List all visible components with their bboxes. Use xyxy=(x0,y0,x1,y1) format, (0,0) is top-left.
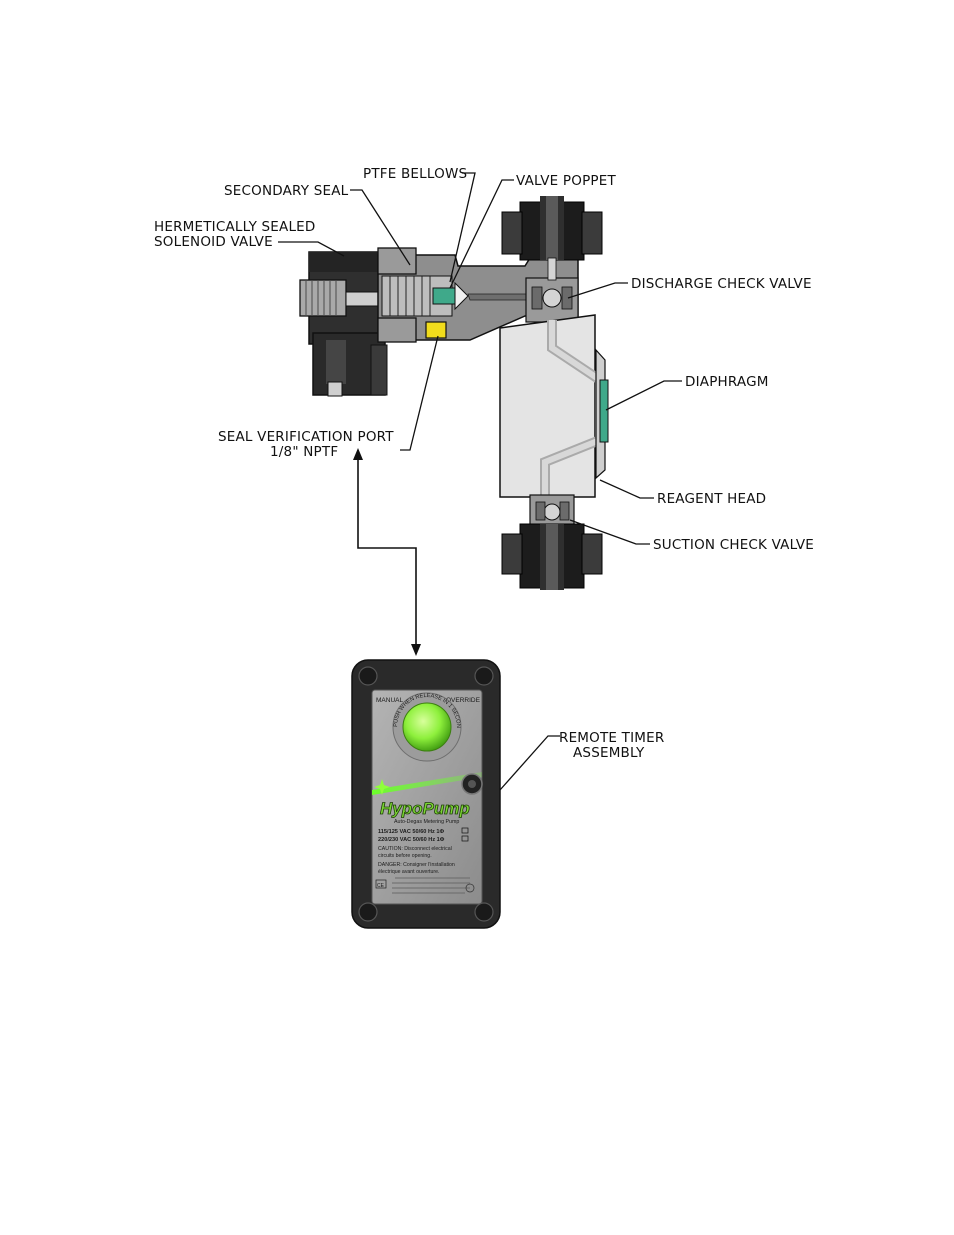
leader-lines xyxy=(278,172,682,791)
screw-top-left xyxy=(358,666,378,686)
fine-print-lines xyxy=(392,877,470,894)
label-suction-check-valve: SUCTION CHECK VALVE xyxy=(653,537,814,553)
label-override: OVERRIDE xyxy=(446,697,481,704)
solenoid-valve xyxy=(299,251,388,397)
screw-bottom-left xyxy=(358,902,378,922)
discharge-fitting xyxy=(501,196,603,323)
valve-body xyxy=(377,247,579,343)
label-solenoid-line2: SOLENOID VALVE xyxy=(154,234,273,250)
suction-fitting xyxy=(501,494,603,590)
label-solenoid-line1: HERMETICALLY SEALED xyxy=(154,219,316,235)
tagline: Auto-Degas Metering Pump xyxy=(394,819,459,825)
label-remote-timer-line2: ASSEMBLY xyxy=(573,745,645,761)
rating-2: 220/230 VAC 50/60 Hz 1Φ xyxy=(378,837,445,843)
laser-beam-graphic xyxy=(372,772,482,795)
label-reagent-head: REAGENT HEAD xyxy=(657,491,766,507)
ce-mark: CE xyxy=(377,883,385,889)
rating-1-checkbox xyxy=(461,827,469,834)
label-diaphragm: DIAPHRAGM xyxy=(685,374,769,390)
label-remote-timer-line1: REMOTE TIMER xyxy=(559,730,664,746)
label-discharge-check-valve: DISCHARGE CHECK VALVE xyxy=(631,276,812,292)
certification-mark-icon xyxy=(465,883,475,893)
label-valve-poppet: VALVE POPPET xyxy=(516,173,616,189)
label-seal-port-line2: 1/8" NPTF xyxy=(270,444,338,460)
spark-icon xyxy=(374,779,390,795)
caution-text: CAUTION: Disconnect electrical xyxy=(378,846,452,852)
rating-1: 115/125 VAC 50/60 Hz 1Φ xyxy=(378,829,444,835)
rating-2-checkbox xyxy=(461,835,469,842)
screw-top-right xyxy=(474,666,494,686)
danger-text: DANGER: Consigner l'installation xyxy=(378,862,455,868)
reagent-head xyxy=(499,314,609,498)
remote-timer-assembly: MANUAL OVERRIDE PUSH WHEN RELEASE IN 1 S… xyxy=(0,0,501,929)
ring-text: PUSH WHEN RELEASE IN 1 SECOND xyxy=(0,0,461,728)
screw-bottom-right xyxy=(474,902,494,922)
hypopump-logo: HypoPump xyxy=(380,799,470,818)
label-seal-port-line1: SEAL VERIFICATION PORT xyxy=(218,429,394,445)
label-manual: MANUAL xyxy=(376,697,403,704)
danger-text-2: électrique avant ouverture. xyxy=(378,869,439,875)
label-ptfe-bellows: PTFE BELLOWS xyxy=(363,166,467,182)
caution-text-2: circuits before opening. xyxy=(378,853,432,859)
seal-verification-port xyxy=(425,321,447,339)
labels: PTFE BELLOWS VALVE POPPET SECONDARY SEAL… xyxy=(154,166,814,761)
manual-override-button[interactable] xyxy=(402,702,452,752)
diaphragm xyxy=(599,379,609,443)
label-secondary-seal: SECONDARY SEAL xyxy=(224,183,349,199)
